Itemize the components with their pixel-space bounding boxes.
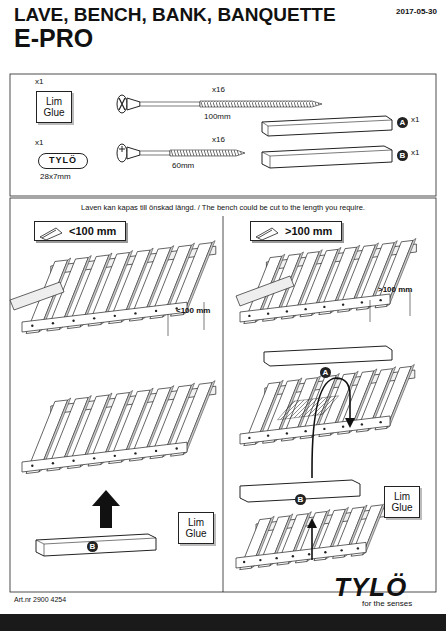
piece-a bbox=[264, 346, 392, 366]
dimension: >100 mm bbox=[378, 286, 412, 295]
model-name: E-PRO bbox=[14, 25, 93, 53]
glue-box: Lim Glue bbox=[178, 512, 214, 544]
node-text: >100 mm bbox=[285, 225, 333, 237]
logo-tag: TYLÖ bbox=[38, 153, 88, 169]
quantity: x16 bbox=[212, 136, 225, 145]
saw-icon bbox=[38, 225, 64, 241]
saw bbox=[10, 282, 64, 310]
parts-frame bbox=[10, 74, 436, 196]
quantity: x1 bbox=[411, 116, 419, 125]
callout-letter: B bbox=[397, 150, 408, 161]
dimension: 60mm bbox=[172, 162, 194, 171]
dimension: 100mm bbox=[204, 113, 231, 122]
cut-length-box: >100 mm bbox=[250, 221, 342, 241]
callout-letter: A bbox=[320, 367, 331, 378]
dimension: <100 mm bbox=[176, 307, 210, 316]
quantity: x1 bbox=[411, 149, 419, 158]
steps-frame bbox=[10, 198, 436, 592]
node-text: Lim Glue bbox=[184, 517, 208, 539]
title: LAVE, BENCH, BANK, BANQUETTE bbox=[14, 5, 336, 26]
node-text: TYLÖ bbox=[49, 156, 77, 166]
date: 2017-05-30 bbox=[396, 8, 437, 17]
saw bbox=[236, 276, 294, 306]
node-text: Lim Glue bbox=[42, 96, 66, 118]
glue-box: Lim Glue bbox=[384, 486, 420, 518]
screw-100 bbox=[117, 95, 322, 113]
quantity: x1 bbox=[35, 78, 43, 87]
move-arrow bbox=[312, 378, 350, 560]
callout-letter: B bbox=[87, 541, 98, 552]
callout-letter: A bbox=[397, 117, 408, 128]
tagline: for the senses bbox=[362, 600, 412, 609]
insert-arrow bbox=[92, 490, 120, 528]
glue-box: Lim Glue bbox=[36, 91, 72, 123]
piece-b bbox=[262, 146, 392, 168]
callout-letter: B bbox=[295, 494, 306, 505]
dimension: 28x7mm bbox=[40, 173, 71, 182]
quantity: x1 bbox=[35, 139, 43, 148]
piece-a bbox=[262, 116, 392, 136]
piece-b bbox=[36, 534, 156, 556]
cut-length-box: <100 mm bbox=[34, 221, 126, 241]
note: Laven kan kapas till önskad längd. / The… bbox=[0, 204, 446, 212]
article-number: Art.nr 2900 4254 bbox=[14, 596, 66, 604]
brand-logo: TYLÖ bbox=[334, 573, 407, 602]
saw-icon bbox=[254, 225, 280, 241]
node-text: Lim Glue bbox=[390, 491, 414, 513]
quantity: x16 bbox=[212, 86, 225, 95]
footer-bar bbox=[0, 614, 446, 631]
screw-60 bbox=[117, 144, 245, 162]
node-text: <100 mm bbox=[69, 225, 117, 237]
